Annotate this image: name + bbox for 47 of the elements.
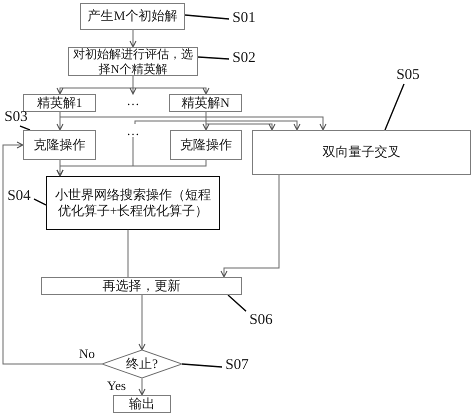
node-label: 再选择，更新	[102, 278, 180, 294]
arrow	[138, 378, 146, 396]
callout-number: S05	[396, 68, 420, 82]
ellipsis-label: …	[126, 94, 140, 107]
arrow	[138, 294, 146, 350]
arrow	[56, 136, 134, 176]
callout-number: S04	[7, 188, 31, 204]
node-label: 对初始解进行评估，选择N个精英解	[72, 46, 194, 76]
arrow	[220, 174, 280, 278]
ellipsis-label: …	[126, 124, 140, 137]
node-label: 精英解1	[36, 94, 82, 112]
arrow	[60, 112, 326, 130]
leader-line	[198, 56, 230, 60]
arrow	[132, 76, 210, 94]
leader-line	[184, 14, 230, 20]
node-label: 输出	[129, 396, 155, 412]
arrow	[206, 112, 276, 130]
leader-line	[384, 84, 405, 130]
process-box	[23, 94, 96, 112]
node-label: 精英解N	[181, 94, 230, 112]
process-box	[46, 176, 220, 230]
process-box	[113, 395, 171, 413]
leader-line	[20, 125, 30, 131]
callout-number: S02	[232, 50, 256, 66]
decision-diamond	[102, 350, 182, 378]
arrow	[2, 142, 102, 364]
node-label: 克隆操作	[180, 136, 232, 154]
leader-line	[182, 363, 222, 368]
process-box	[80, 3, 185, 30]
process-box	[23, 130, 96, 160]
arrow	[130, 30, 136, 48]
node-label: 小世界网络搜索操作（短程优化算子+长程优化算子）	[54, 186, 212, 220]
callout-number: S06	[249, 312, 273, 328]
process-box	[252, 130, 471, 175]
leader-line	[228, 294, 246, 312]
arrow	[134, 120, 300, 130]
node-label: 克隆操作	[34, 136, 86, 154]
process-box	[41, 277, 242, 295]
callout-number: S03	[4, 110, 28, 124]
callout-number: S07	[225, 358, 249, 372]
node-label: 终止?	[126, 356, 158, 372]
node-label: 双向量子交叉	[322, 144, 400, 161]
leader-line	[34, 198, 46, 206]
process-box	[169, 94, 242, 112]
callout-number: S01	[232, 10, 256, 26]
process-box	[170, 130, 242, 160]
node-label: 产生M个初始解	[88, 8, 178, 25]
